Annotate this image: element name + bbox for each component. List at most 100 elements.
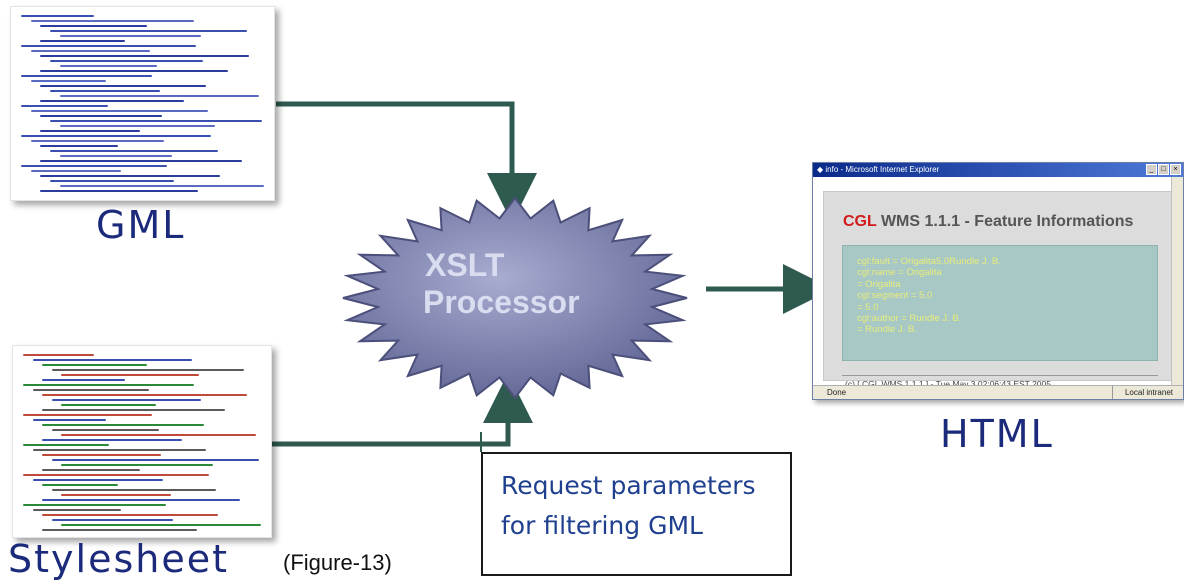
code-line: [23, 384, 195, 386]
browser-window: ◆ info - Microsoft Internet Explorer _ □…: [812, 162, 1184, 400]
gml-document-thumbnail: [10, 6, 275, 201]
info-line: cgl:segment = 5.0: [857, 290, 933, 302]
processor-label-line2: Processor: [423, 284, 580, 320]
status-done: Done: [827, 388, 847, 397]
vertical-scrollbar[interactable]: [1171, 177, 1183, 385]
page-heading: CGL WMS 1.1.1 - Feature Informations: [843, 213, 1133, 231]
code-line: [59, 155, 172, 157]
code-line: [51, 399, 202, 401]
code-line: [50, 90, 160, 92]
code-line: [23, 414, 152, 416]
code-line: [42, 454, 162, 456]
code-line: [30, 170, 121, 172]
code-line: [59, 125, 216, 127]
code-line: [42, 529, 197, 531]
code-line: [30, 140, 165, 142]
heading-rest: WMS 1.1.1 - Feature Informations: [880, 213, 1134, 230]
code-line: [50, 180, 175, 182]
minimize-button[interactable]: _: [1146, 164, 1157, 175]
code-line: [61, 524, 261, 526]
code-line: [50, 120, 262, 122]
code-line: [42, 424, 204, 426]
code-line: [23, 474, 209, 476]
code-line: [59, 185, 264, 187]
code-line: [32, 449, 207, 451]
code-line: [59, 65, 158, 67]
browser-content: CGL WMS 1.1.1 - Feature Informations cgl…: [815, 177, 1173, 389]
code-line: [61, 464, 214, 466]
stylesheet-document-thumbnail: [12, 345, 272, 538]
code-line: [40, 175, 221, 177]
request-parameters-box: Request parameters for filtering GML: [481, 452, 792, 576]
code-line: [42, 409, 226, 411]
stylesheet-label: Stylesheet: [8, 537, 229, 581]
code-line: [51, 519, 173, 521]
code-line: [40, 100, 184, 102]
code-line: [42, 379, 126, 381]
info-line: = Rundle J. B.: [857, 324, 917, 336]
code-line: [40, 190, 199, 192]
code-line: [42, 439, 183, 441]
code-line: [40, 70, 228, 72]
code-line: [30, 50, 150, 52]
code-line: [61, 494, 171, 496]
code-line: [30, 110, 209, 112]
code-line: [21, 165, 167, 167]
code-line: [21, 15, 94, 17]
heading-brand: CGL: [843, 213, 877, 230]
code-line: [42, 514, 219, 516]
code-line: [32, 419, 107, 421]
gml-to-processor-arrow: [276, 101, 537, 223]
close-button[interactable]: ×: [1170, 164, 1181, 175]
code-line: [59, 35, 201, 37]
code-line: [32, 389, 150, 391]
code-line: [23, 444, 109, 446]
code-line: [59, 95, 260, 97]
browser-title: info - Microsoft Internet Explorer: [825, 165, 940, 174]
code-line: [61, 374, 200, 376]
processor-star-shape: [342, 196, 688, 400]
stylesheet-to-processor-arrow: [272, 373, 533, 447]
code-line: [40, 160, 243, 162]
code-line: [51, 369, 245, 371]
figure-caption: (Figure-13): [283, 550, 392, 575]
code-line: [51, 429, 159, 431]
info-line: cgl:author = Rundle J. B.: [857, 313, 962, 325]
info-line: cgl:fault = Origalita5.0Rundle J. B.: [857, 256, 1001, 267]
code-line: [32, 479, 164, 481]
info-line: cgl:name = Origalita: [857, 267, 942, 279]
feature-info-panel: CGL WMS 1.1.1 - Feature Informations cgl…: [823, 191, 1173, 389]
code-line: [61, 404, 157, 406]
xslt-processor-starburst: XSLT Processor: [342, 196, 688, 400]
code-line: [40, 40, 126, 42]
code-line: [42, 469, 140, 471]
code-line: [40, 85, 206, 87]
html-label: HTML: [940, 412, 1054, 456]
code-line: [40, 115, 162, 117]
maximize-button[interactable]: □: [1158, 164, 1169, 175]
info-line: = 5.0: [857, 301, 879, 313]
code-line: [40, 25, 148, 27]
code-line: [61, 434, 257, 436]
code-line: [21, 135, 211, 137]
status-zone: Local intranet: [1111, 386, 1173, 399]
code-line: [51, 489, 216, 491]
gml-label: GML: [96, 203, 186, 247]
code-line: [23, 354, 95, 356]
browser-titlebar: ◆ info - Microsoft Internet Explorer _ □…: [813, 163, 1183, 177]
code-line: [51, 459, 259, 461]
code-line: [42, 394, 247, 396]
code-line: [50, 150, 218, 152]
info-line: = Origalita: [857, 278, 901, 290]
code-line: [40, 55, 250, 57]
code-line: [32, 359, 192, 361]
feature-info-box: cgl:fault = Origalita5.0Rundle J. B. cgl…: [842, 245, 1158, 361]
code-line: [30, 20, 194, 22]
request-line-2: for filtering GML: [501, 511, 703, 540]
processor-label-line1: XSLT: [425, 247, 505, 283]
code-line: [50, 60, 204, 62]
page-footer: (c) [ CGL WMS 1.1.1 ] - Tue May 3 02:06:…: [845, 379, 1051, 389]
code-line: [21, 45, 196, 47]
code-line: [42, 364, 147, 366]
code-line: [40, 145, 119, 147]
